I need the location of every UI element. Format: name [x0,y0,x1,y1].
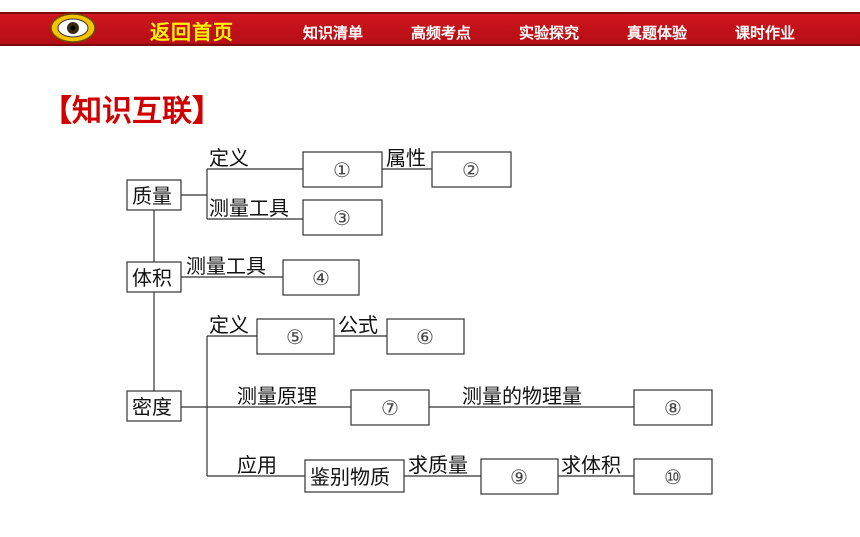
blank-10: ⑩ [664,465,682,489]
blank-1-box[interactable] [302,151,383,188]
nav-homework[interactable]: 课时作业 [735,24,796,42]
top-navigation-bar: 返回首页 知识清单 高频考点 实验探究 真题体验 课时作业 [0,0,860,50]
blank-4: ④ [312,266,330,290]
blank-3: ③ [333,206,351,230]
blank-4-box[interactable] [282,259,360,296]
blank-1: ① [333,158,351,182]
blank-6-box[interactable] [386,318,465,355]
find-mass-label: 求质量 [408,453,468,477]
blank-3-box[interactable] [302,199,383,236]
section-title: 【知识互联】 [42,94,222,129]
volume-node-box [126,261,182,293]
mass-tool-label: 测量工具 [209,196,289,220]
blank-2-box[interactable] [431,151,512,188]
identify-substance-box [304,459,405,493]
density-quantities-label: 测量的物理量 [462,384,582,408]
blank-7: ⑦ [381,396,399,420]
blank-9: ⑨ [510,465,528,489]
mass-definition-label: 定义 [209,146,249,170]
blank-8-box[interactable] [633,389,713,426]
blank-5: ⑤ [286,325,304,349]
blank-5-box[interactable] [256,318,335,355]
density-application-label: 应用 [237,453,277,477]
mass-node-box [126,179,182,211]
volume-node: 体积 [132,266,172,290]
nav-exam-practice[interactable]: 真题体验 [627,24,688,42]
blank-8: ⑧ [664,396,682,420]
mass-node: 质量 [132,184,172,208]
blank-6: ⑥ [416,325,434,349]
blank-2: ② [462,158,480,182]
find-volume-label: 求体积 [561,453,621,477]
blank-7-box[interactable] [350,389,430,426]
eye-logo-icon[interactable] [50,13,96,43]
density-node-box [126,390,182,422]
navigation-strip [0,12,860,46]
volume-tool-label: 测量工具 [186,254,266,278]
density-formula-label: 公式 [338,313,378,337]
nav-frequent-points[interactable]: 高频考点 [411,24,472,42]
nav-knowledge-list[interactable]: 知识清单 [303,24,364,42]
home-link[interactable]: 返回首页 [150,20,234,44]
blank-10-box[interactable] [633,458,713,495]
density-principle-label: 测量原理 [237,384,317,408]
density-node: 密度 [132,395,172,419]
nav-experiment[interactable]: 实验探究 [519,24,580,42]
identify-substance-label: 鉴别物质 [310,465,390,489]
density-definition-label: 定义 [209,313,249,337]
mass-property-label: 属性 [386,146,426,170]
blank-9-box[interactable] [480,458,559,495]
